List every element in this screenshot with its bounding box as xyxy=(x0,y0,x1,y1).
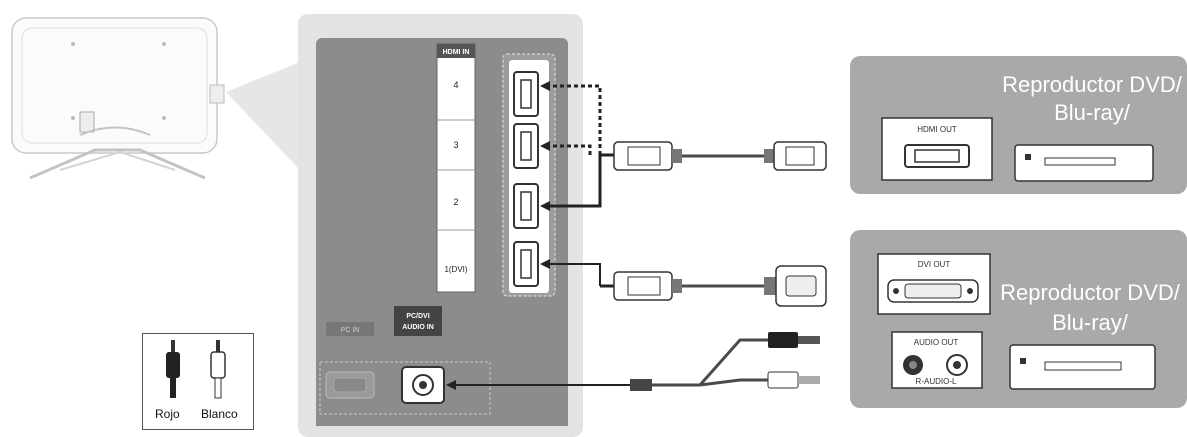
rca-plugs-icon xyxy=(166,340,226,399)
connection-arrows xyxy=(540,81,602,286)
tv-rear-illustration xyxy=(11,17,225,180)
hdmi-cable xyxy=(600,141,827,171)
red-plug-icon xyxy=(166,340,180,398)
cable-color-legend: Rojo Blanco xyxy=(142,333,254,430)
audio-channels-label: R-AUDIO-L xyxy=(916,377,957,386)
hdmi-in-header: HDMI IN xyxy=(443,49,470,56)
hdmi-port-3-icon xyxy=(513,123,539,169)
hdmi-port-4-icon xyxy=(513,71,539,117)
hdmi-port-label-1: 1(DVI) xyxy=(444,265,467,274)
pc-dvi-audio-label-1: PC/DVI xyxy=(406,313,429,320)
disc-player-icon xyxy=(1009,344,1156,390)
device-box-top xyxy=(850,56,1187,194)
device-bottom-title-1: Reproductor DVD/ xyxy=(1000,280,1181,305)
audio-in-jack-icon xyxy=(401,366,445,404)
device-bottom-title-2: Blu-ray/ xyxy=(1052,310,1129,335)
hdmi-port-2-icon xyxy=(513,183,539,229)
device-box-bottom xyxy=(850,230,1187,408)
dvi-out-label: DVI OUT xyxy=(918,260,951,269)
hdmi-out-port-icon xyxy=(904,144,970,168)
white-plug-icon xyxy=(210,340,226,399)
pc-in-port-icon xyxy=(325,371,375,399)
audio-out-jacks-icon xyxy=(903,354,968,376)
legend-white-label: Blanco xyxy=(201,407,238,421)
disc-player-icon xyxy=(1014,144,1154,182)
hdmi-port-1-icon xyxy=(513,241,539,287)
zoom-callout xyxy=(226,62,300,170)
device-top-title-1: Reproductor DVD/ xyxy=(1002,72,1183,97)
hdmi-port-label-2: 2 xyxy=(453,197,458,207)
audio-out-label: AUDIO OUT xyxy=(914,338,959,347)
hdmi-out-label: HDMI OUT xyxy=(917,125,957,134)
hdmi-dvi-cable xyxy=(600,265,827,307)
legend-red-label: Rojo xyxy=(155,407,180,421)
device-top-title-2: Blu-ray/ xyxy=(1054,100,1131,125)
pc-dvi-audio-label-2: AUDIO IN xyxy=(402,324,434,331)
hdmi-port-label-3: 3 xyxy=(453,140,458,150)
dvi-out-port-icon xyxy=(887,279,979,303)
terminal-panel xyxy=(298,14,583,437)
pc-in-label: PC IN xyxy=(341,327,360,334)
hdmi-port-label-4: 4 xyxy=(453,80,458,90)
audio-cable xyxy=(446,332,820,391)
